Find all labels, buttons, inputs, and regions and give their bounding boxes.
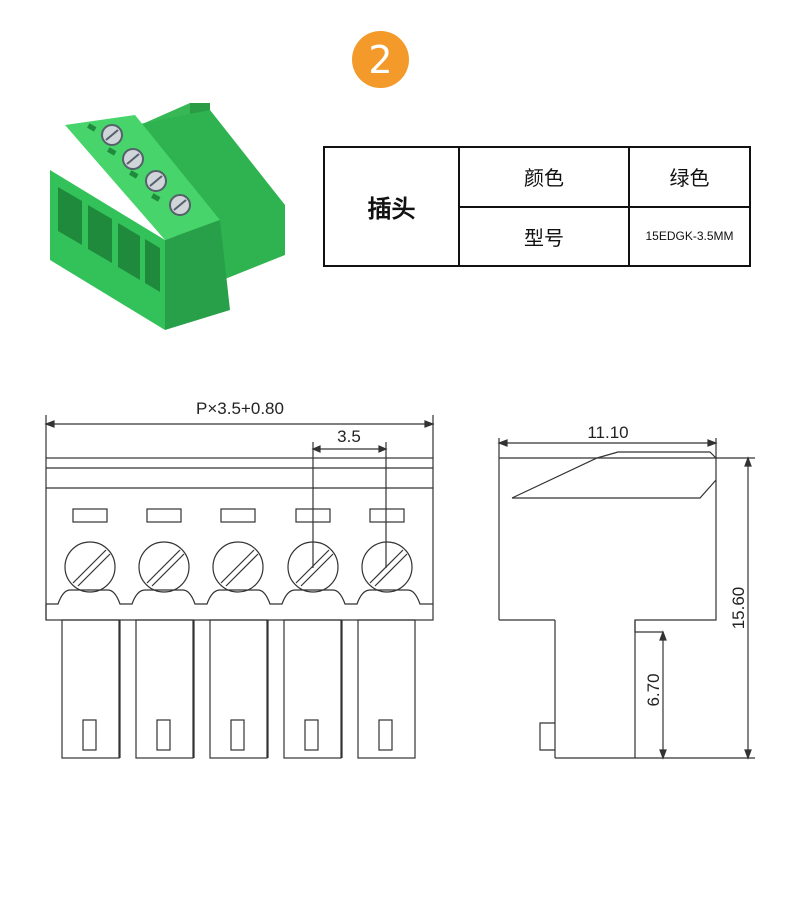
front-view-pins (61, 508, 416, 759)
spec-header: 插头 (323, 146, 460, 267)
side-view (497, 438, 755, 760)
height-label: 15.60 (729, 587, 748, 630)
depth-label: 11.10 (587, 423, 628, 442)
screw-icons (101, 124, 191, 216)
technical-drawing: P×3.5+0.80 3.5 11.10 15.60 6.70 (44, 399, 755, 760)
spec-value-color: 绿色 (628, 146, 751, 208)
lower-height-label: 6.70 (644, 673, 663, 706)
spec-table: 插头 颜色 绿色 型号 15EDGK-3.5MM (323, 146, 751, 267)
pitch-label: 3.5 (337, 427, 361, 446)
spec-label-model: 型号 (458, 205, 630, 267)
spec-label-color: 颜色 (458, 146, 630, 208)
front-width-label: P×3.5+0.80 (196, 399, 284, 418)
terminal-block-photo (50, 103, 285, 330)
spec-value-model: 15EDGK-3.5MM (628, 205, 751, 267)
wire-entry-holes (58, 187, 160, 292)
step-number-badge: 2 (352, 31, 409, 88)
